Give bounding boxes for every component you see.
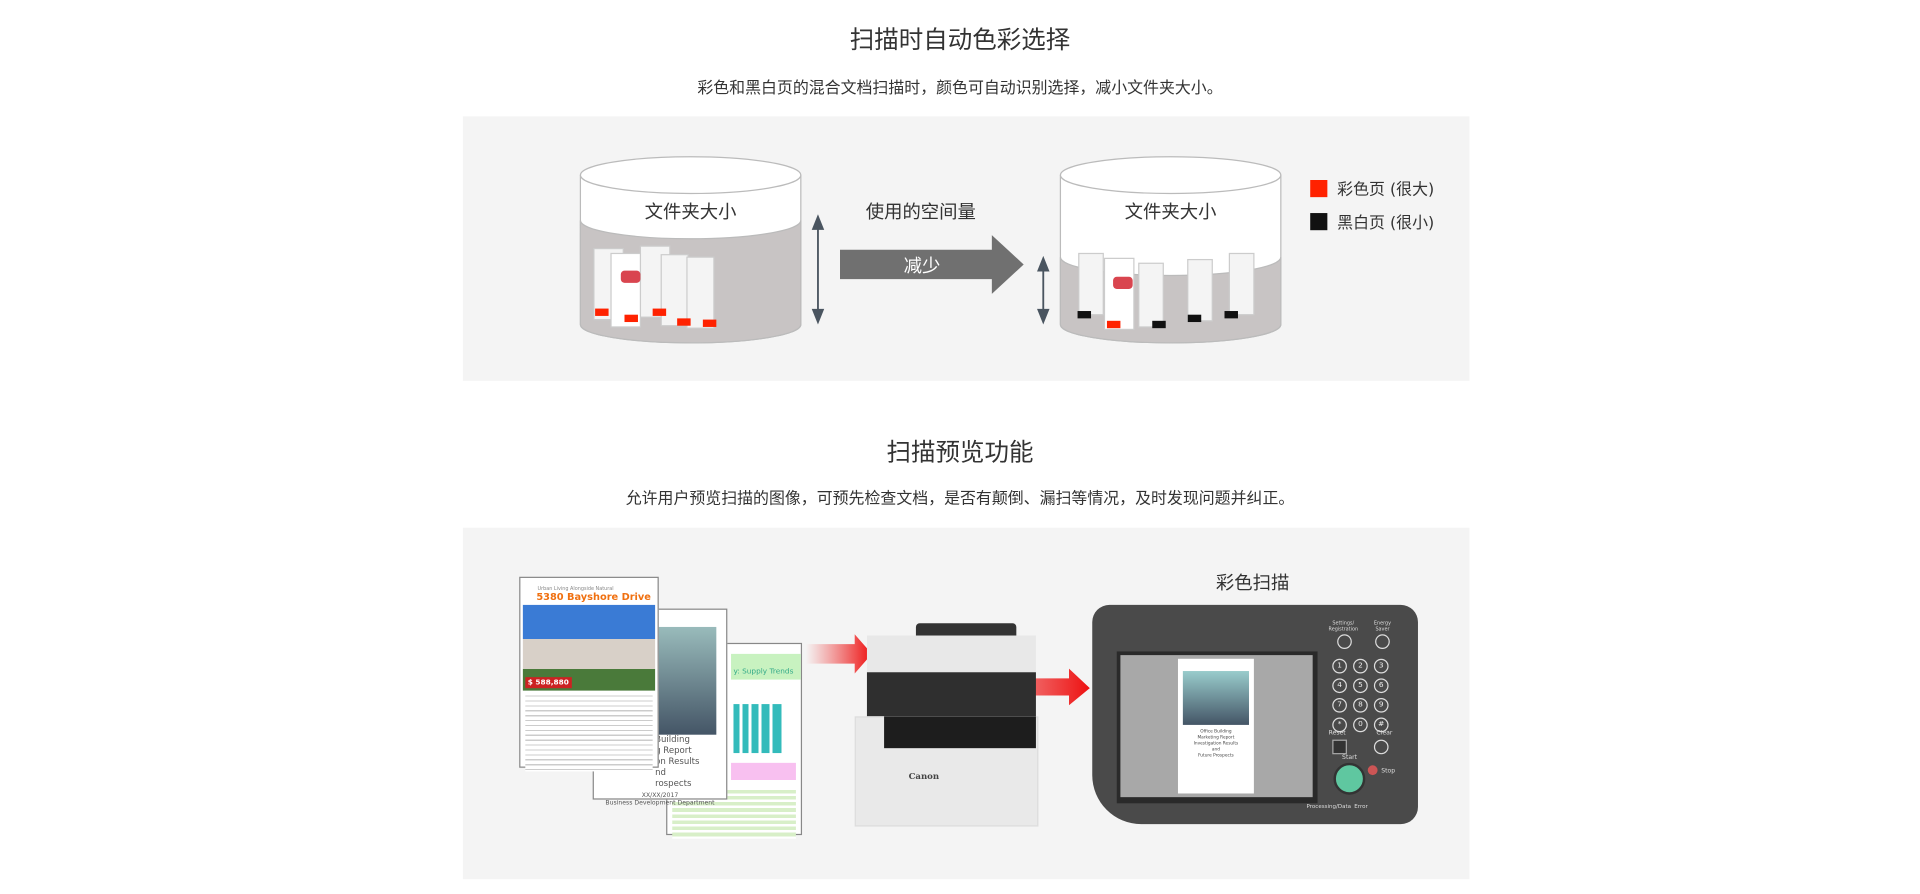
keypad-key[interactable]: 3 <box>1373 658 1389 674</box>
energy-saver-label: Energy Saver <box>1373 619 1392 632</box>
space-arrow-small <box>1037 255 1050 325</box>
space-arrow-large <box>811 214 825 325</box>
reduce-label: 减少 <box>903 254 941 277</box>
doc1-tagline: Urban Living Alongside Natural <box>537 585 614 592</box>
error-label: Error <box>1354 804 1368 811</box>
keypad-key[interactable]: 9 <box>1373 697 1389 713</box>
legend-item-color: 彩色页 (很大) <box>1310 176 1435 200</box>
section-title-color-select: 扫描时自动色彩选择 <box>849 24 1071 54</box>
stop-button[interactable] <box>1367 765 1378 776</box>
doc1-price: $ 588,880 <box>525 677 572 689</box>
folder-size-label-right: 文件夹大小 <box>1124 200 1217 223</box>
folder-cylinder-right <box>1059 156 1282 344</box>
keypad-key[interactable]: 7 <box>1332 697 1347 713</box>
reduce-arrow <box>840 235 1024 294</box>
legend: 彩色页 (很大) 黑白页 (很小) <box>1310 176 1435 233</box>
color-swatch <box>1310 179 1328 197</box>
processing-label: Processing/Data <box>1306 804 1351 811</box>
clear-label: Clear <box>1376 729 1393 738</box>
legend-label: 彩色页 (很大) <box>1337 181 1435 200</box>
keypad-key[interactable]: 0 <box>1353 717 1368 733</box>
doc1-headline: 5380 Bayshore Drive <box>536 591 651 603</box>
reset-button[interactable] <box>1332 739 1347 755</box>
clear-button[interactable] <box>1373 739 1389 755</box>
energy-saver-button[interactable] <box>1375 634 1390 649</box>
color-select-illustration: 文件夹大小 使用的空间量 减少 文件夹大小 彩色页 (很大) 黑白页 (很小) <box>462 116 1470 381</box>
stop-label: Stop <box>1381 767 1396 776</box>
space-used-label: 使用的空间量 <box>865 200 976 223</box>
document-page-1: Urban Living Alongside Natural 5380 Bays… <box>519 576 659 772</box>
section-title-preview: 扫描预览功能 <box>886 437 1034 467</box>
start-button[interactable] <box>1333 762 1366 795</box>
keypad-key[interactable]: 8 <box>1353 697 1368 713</box>
folder-diagram <box>579 156 1282 344</box>
printer-brand-logo: Canon <box>908 770 940 782</box>
keypad-key[interactable]: 1 <box>1332 658 1347 674</box>
keypad-key[interactable]: 5 <box>1353 678 1368 694</box>
printer-image: Canon <box>854 623 1039 827</box>
color-scan-label: 彩色扫描 <box>1215 571 1290 594</box>
folder-size-label-left: 文件夹大小 <box>644 200 737 223</box>
reset-label: Reset <box>1328 729 1346 738</box>
folder-cylinder-left <box>579 156 802 344</box>
legend-label: 黑白页 (很小) <box>1337 214 1435 233</box>
doc3-chart <box>733 704 794 754</box>
legend-item-bw: 黑白页 (很小) <box>1310 209 1435 233</box>
start-label: Start <box>1342 754 1358 762</box>
arrow-to-printer <box>805 634 872 674</box>
keypad-key[interactable]: # <box>1373 717 1389 733</box>
settings-label: Settings/ Registration <box>1328 619 1359 632</box>
keypad-key[interactable]: 6 <box>1373 678 1389 694</box>
bw-swatch <box>1310 212 1328 230</box>
doc3-title: y: Supply Trends <box>733 667 794 676</box>
keypad-key[interactable]: 4 <box>1332 678 1347 694</box>
section-subtitle-color-select: 彩色和黑白页的混合文档扫描时，颜色可自动识别选择，减小文件夹大小。 <box>697 79 1223 98</box>
settings-button[interactable] <box>1337 634 1352 649</box>
keypad-key[interactable]: 2 <box>1353 658 1368 674</box>
keypad-key[interactable]: * <box>1332 717 1347 733</box>
section-subtitle-preview: 允许用户预览扫描的图像，可预先检查文档，是否有颠倒、漏扫等情况，及时发现问题并纠… <box>625 489 1295 509</box>
